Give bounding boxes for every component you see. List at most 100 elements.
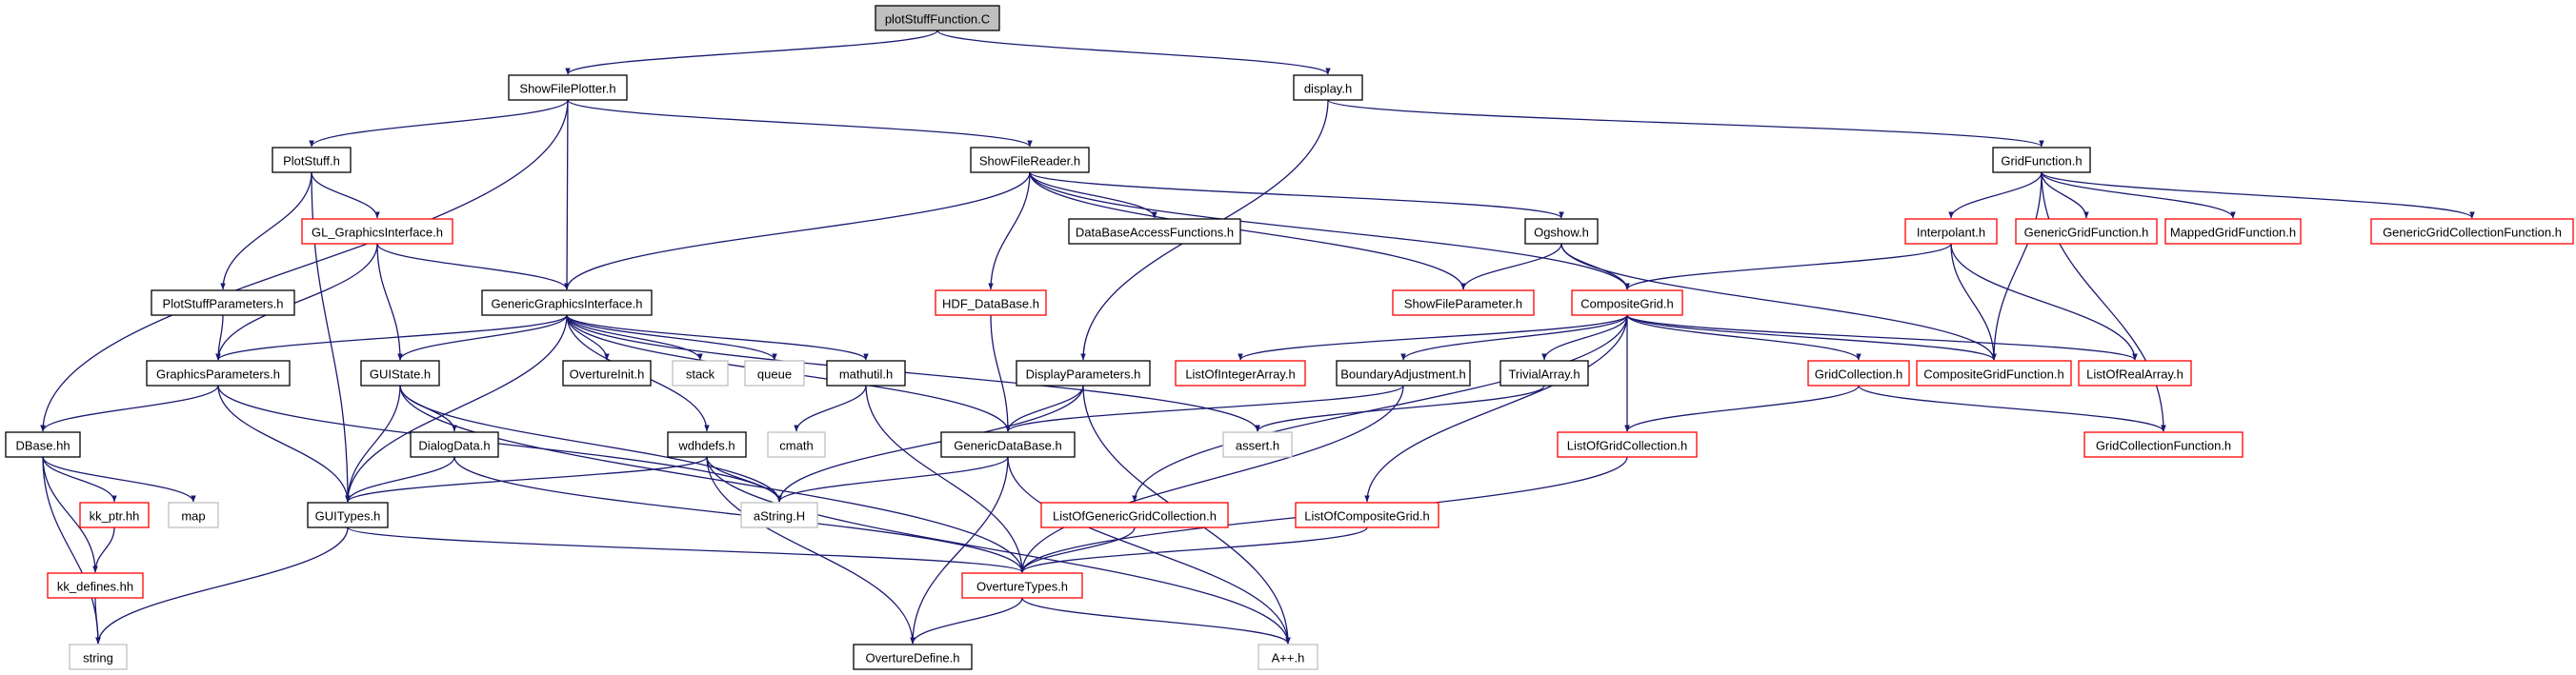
node-box bbox=[360, 360, 440, 387]
node-box bbox=[2078, 360, 2192, 387]
node-plotstuff_c[interactable]: plotStuffFunction.C bbox=[875, 5, 1000, 31]
edge-line bbox=[566, 314, 703, 361]
edge-gridfunction-to-mappedgridfunction bbox=[2041, 171, 2236, 219]
node-label: queue bbox=[757, 367, 792, 382]
node-boundaryadj[interactable]: BoundaryAdjustment.h bbox=[1336, 360, 1471, 387]
node-box bbox=[2015, 218, 2158, 245]
edge-gridcollection-to-listofgridcoll bbox=[1624, 385, 1860, 432]
node-cmath: cmath bbox=[767, 431, 826, 458]
node-label: TrivialArray.h bbox=[1508, 367, 1580, 382]
edge-trivialarray-to-assert bbox=[1255, 385, 1545, 432]
edge-listofcompgrid-to-overturetypes bbox=[1019, 526, 1368, 573]
node-listofgridcoll[interactable]: ListOfGridCollection.h bbox=[1557, 431, 1698, 458]
node-listofrealarray[interactable]: ListOfRealArray.h bbox=[2078, 360, 2192, 387]
node-hdf_db[interactable]: HDF_DataBase.h bbox=[935, 289, 1047, 316]
edge-line bbox=[1019, 526, 1368, 573]
node-guistate[interactable]: GUIState.h bbox=[360, 360, 440, 387]
edge-mathutil-to-overturetypes bbox=[865, 385, 1025, 573]
node-box bbox=[940, 431, 1076, 458]
node-plotstuffparams[interactable]: PlotStuffParameters.h bbox=[151, 289, 295, 316]
node-listofintarray[interactable]: ListOfIntegerArray.h bbox=[1175, 360, 1306, 387]
node-label: ShowFileParameter.h bbox=[1404, 297, 1522, 311]
edge-wdhdefs-to-aplusplus bbox=[706, 456, 1291, 645]
node-ogshow[interactable]: Ogshow.h bbox=[1524, 218, 1599, 245]
node-overtureinit[interactable]: OvertureInit.h bbox=[562, 360, 652, 387]
edge-boundaryadj-to-overturetypes bbox=[1019, 385, 1404, 573]
edge-line bbox=[564, 171, 1031, 290]
node-gengridcollfunc[interactable]: GenericGridCollectionFunction.h bbox=[2370, 218, 2574, 245]
node-box bbox=[1807, 360, 1910, 387]
node-compositegridfunction[interactable]: CompositeGridFunction.h bbox=[1916, 360, 2072, 387]
node-interpolant[interactable]: Interpolant.h bbox=[1904, 218, 1998, 245]
node-listofcompgrid[interactable]: ListOfCompositeGrid.h bbox=[1295, 502, 1439, 528]
node-dbase[interactable]: DBase.hh bbox=[5, 431, 81, 458]
edge-line bbox=[1255, 385, 1545, 432]
node-box bbox=[1175, 360, 1306, 387]
edge-line bbox=[1626, 314, 2138, 361]
node-box bbox=[151, 289, 295, 316]
node-wdhdefs[interactable]: wdhdefs.h bbox=[667, 431, 747, 458]
node-dialogdata[interactable]: DialogData.h bbox=[410, 431, 499, 458]
node-label: GL_GraphicsInterface.h bbox=[312, 226, 443, 240]
edge-genericgi-to-stack bbox=[566, 314, 703, 361]
edge-genericgi-to-assert bbox=[566, 314, 1260, 432]
node-label: cmath bbox=[779, 439, 813, 453]
edge-line bbox=[399, 385, 782, 503]
edge-guistate-to-guitypes bbox=[345, 385, 401, 503]
node-displayparams[interactable]: DisplayParameters.h bbox=[1016, 360, 1151, 387]
node-box bbox=[1557, 431, 1698, 458]
node-aplusplus: A++.h bbox=[1258, 644, 1318, 670]
node-overturetypes[interactable]: OvertureTypes.h bbox=[961, 572, 1083, 599]
node-box bbox=[826, 360, 906, 387]
edge-genericdatabase-to-astring bbox=[776, 456, 1009, 503]
node-label: Interpolant.h bbox=[1917, 226, 1985, 240]
node-label: DataBaseAccessFunctions.h bbox=[1076, 226, 1234, 240]
node-trivialarray[interactable]: TrivialArray.h bbox=[1499, 360, 1589, 387]
node-genericdatabase[interactable]: GenericDataBase.h bbox=[940, 431, 1076, 458]
node-mappedgridfunction[interactable]: MappedGridFunction.h bbox=[2164, 218, 2302, 245]
node-gridcollection[interactable]: GridCollection.h bbox=[1807, 360, 1910, 387]
node-genericgi[interactable]: GenericGraphicsInterface.h bbox=[481, 289, 653, 316]
node-kk_defines[interactable]: kk_defines.hh bbox=[47, 572, 144, 599]
node-graphicsparams[interactable]: GraphicsParameters.h bbox=[146, 360, 291, 387]
node-label: ShowFilePlotter.h bbox=[519, 82, 615, 96]
node-label: ListOfIntegerArray.h bbox=[1185, 367, 1295, 382]
edge-line bbox=[95, 526, 349, 645]
node-showfileparam[interactable]: ShowFileParameter.h bbox=[1392, 289, 1535, 316]
node-listofgengridcoll[interactable]: ListOfGenericGridCollection.h bbox=[1040, 502, 1229, 528]
node-box bbox=[1916, 360, 2072, 387]
node-label: aString.H bbox=[754, 509, 805, 524]
edge-interpolant-to-compositegrid bbox=[1624, 243, 1952, 290]
edge-line bbox=[566, 314, 869, 361]
node-showfileplotter[interactable]: ShowFilePlotter.h bbox=[508, 74, 628, 101]
edge-line bbox=[42, 456, 101, 645]
node-overturedefine[interactable]: OvertureDefine.h bbox=[853, 644, 973, 670]
node-label: PlotStuff.h bbox=[283, 154, 340, 169]
node-box bbox=[307, 502, 389, 528]
node-label: stack bbox=[686, 367, 715, 382]
node-gl_gi[interactable]: GL_GraphicsInterface.h bbox=[301, 218, 453, 245]
node-dbaccess[interactable]: DataBaseAccessFunctions.h bbox=[1068, 218, 1241, 245]
edge-gridfunction-to-gridcollfunc bbox=[2041, 171, 2166, 432]
edge-boundaryadj-to-genericdatabase bbox=[1005, 385, 1404, 432]
node-compositegrid[interactable]: CompositeGrid.h bbox=[1571, 289, 1683, 316]
node-display[interactable]: display.h bbox=[1293, 74, 1363, 101]
node-guitypes[interactable]: GUITypes.h bbox=[307, 502, 389, 528]
node-label: CompositeGrid.h bbox=[1580, 297, 1674, 311]
node-mathutil[interactable]: mathutil.h bbox=[826, 360, 906, 387]
node-showfilereader[interactable]: ShowFileReader.h bbox=[970, 147, 1090, 173]
node-gridcollfunc[interactable]: GridCollectionFunction.h bbox=[2083, 431, 2244, 458]
edge-displayparams-to-genericdatabase bbox=[1005, 385, 1084, 432]
edge-line bbox=[776, 456, 1009, 503]
node-string: string bbox=[69, 644, 128, 670]
node-label: ListOfCompositeGrid.h bbox=[1304, 509, 1430, 524]
node-genericgridfunction[interactable]: GenericGridFunction.h bbox=[2015, 218, 2158, 245]
node-kk_ptr[interactable]: kk_ptr.hh bbox=[79, 502, 150, 528]
edge-line bbox=[345, 456, 455, 503]
edge-line bbox=[794, 385, 867, 432]
node-gridfunction[interactable]: GridFunction.h bbox=[1992, 147, 2091, 173]
edge-gridfunction-to-interpolant bbox=[1948, 171, 2043, 219]
node-plotstuff_h[interactable]: PlotStuff.h bbox=[272, 147, 352, 173]
edge-compositegrid-to-listofrealarray bbox=[1626, 314, 2138, 361]
edge-genericgi-to-queue bbox=[566, 314, 777, 361]
